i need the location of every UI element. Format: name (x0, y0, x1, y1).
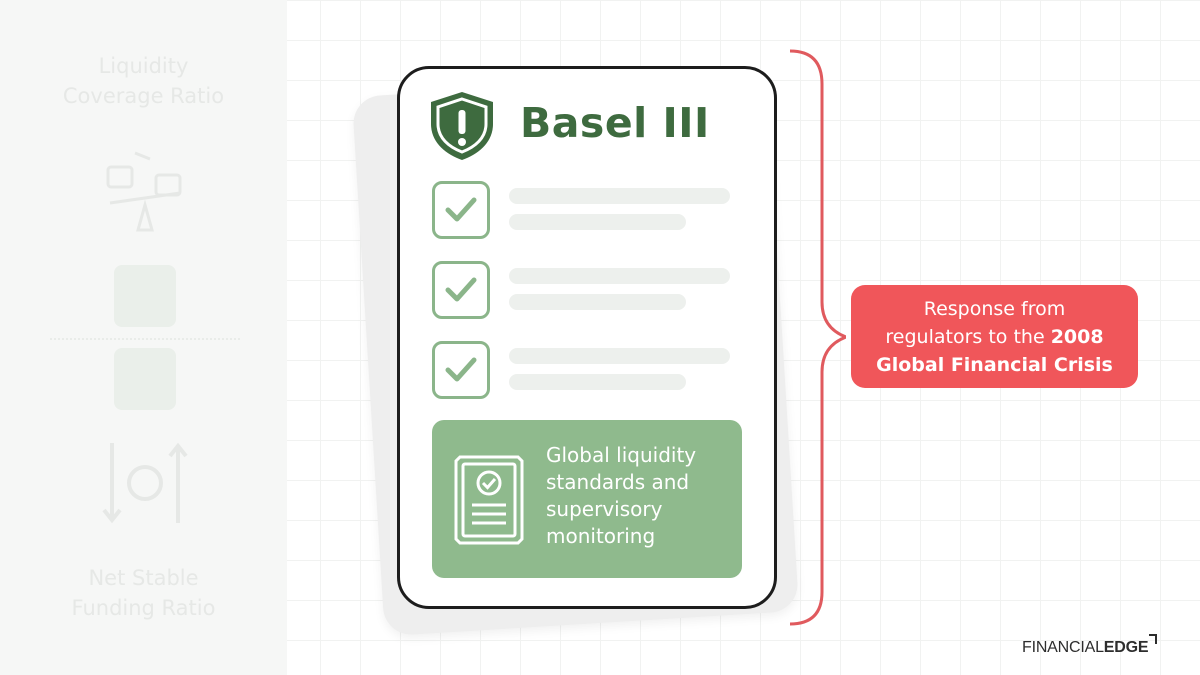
curly-bracket (789, 49, 846, 626)
placeholder-bar (509, 214, 686, 230)
placeholder-bar (509, 294, 686, 310)
certificate-icon (454, 455, 524, 545)
checkmark-icon (445, 357, 477, 382)
placeholder-bar (509, 374, 686, 390)
placeholder-bar (509, 188, 730, 204)
checkbox (432, 261, 490, 319)
faded-box (114, 348, 176, 410)
document-title: Basel III (520, 99, 710, 147)
logo-mark-icon (1149, 634, 1158, 644)
liquidity-standards-card: Global liquidity standards and superviso… (432, 420, 742, 578)
card-text: Global liquidity standards and superviso… (546, 443, 697, 548)
checkmark-icon (445, 277, 477, 302)
checkmark-icon (445, 197, 477, 222)
callout-line-1: Response from (923, 298, 1066, 320)
faded-lcr-label: Liquidity Coverage Ratio (62, 54, 225, 108)
faded-divider (50, 338, 240, 340)
placeholder-bar (509, 348, 730, 364)
callout-line-2: regulators to the 2008 (885, 326, 1104, 348)
background-panel: Liquidity Coverage Ratio Net Stable Fund… (0, 0, 287, 675)
crisis-callout: Response from regulators to the 2008 Glo… (851, 285, 1138, 388)
checkbox (432, 341, 490, 399)
balance-scale-icon (106, 151, 182, 232)
faded-box (114, 265, 176, 327)
callout-line-3: Global Financial Crisis (876, 354, 1113, 376)
faded-arrows-icon (102, 442, 188, 524)
financial-edge-logo: FINANCIALEDGE (1022, 634, 1158, 657)
faded-nsfr-label: Net Stable Funding Ratio (71, 566, 216, 620)
placeholder-bar (509, 268, 730, 284)
shield-exclamation-icon (431, 92, 493, 160)
checkbox (432, 181, 490, 239)
checklist-item (432, 181, 732, 241)
checklist-item (432, 341, 732, 401)
checklist-item (432, 261, 732, 321)
